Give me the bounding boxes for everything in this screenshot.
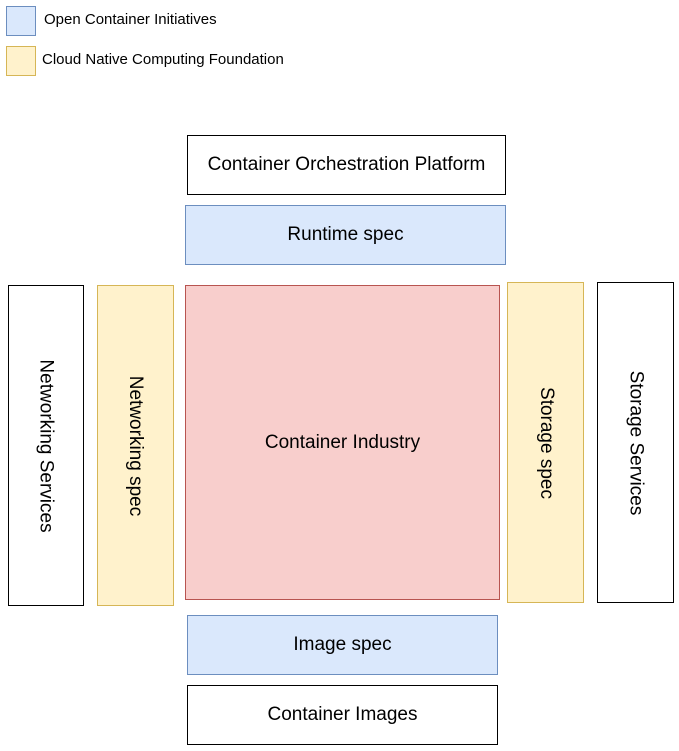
container-orchestration-platform-label: Container Orchestration Platform (207, 154, 486, 175)
runtime-spec-box: Runtime spec (185, 205, 506, 265)
legend-swatch-cncf (6, 46, 36, 76)
runtime-spec-label: Runtime spec (287, 224, 404, 245)
container-images-label: Container Images (267, 704, 418, 725)
image-spec-label: Image spec (293, 634, 392, 655)
storage-services-label: Storage Services (625, 370, 647, 515)
legend-swatch-oci (6, 6, 36, 36)
container-industry-label: Container Industry (264, 431, 421, 453)
networking-spec-label: Networking spec (125, 375, 147, 516)
container-images-box: Container Images (187, 685, 498, 745)
image-spec-box: Image spec (187, 615, 498, 675)
networking-spec-box: Networking spec (97, 285, 174, 606)
networking-services-box: Networking Services (8, 285, 84, 606)
legend-label-oci: Open Container Initiatives (44, 11, 217, 28)
networking-services-label: Networking Services (36, 358, 58, 533)
storage-spec-label: Storage spec (535, 386, 557, 499)
legend-label-cncf: Cloud Native Computing Foundation (42, 51, 284, 68)
container-orchestration-platform-box: Container Orchestration Platform (187, 135, 506, 195)
container-industry-box: Container Industry (185, 285, 500, 600)
storage-spec-box: Storage spec (507, 282, 584, 603)
storage-services-box: Storage Services (597, 282, 674, 603)
